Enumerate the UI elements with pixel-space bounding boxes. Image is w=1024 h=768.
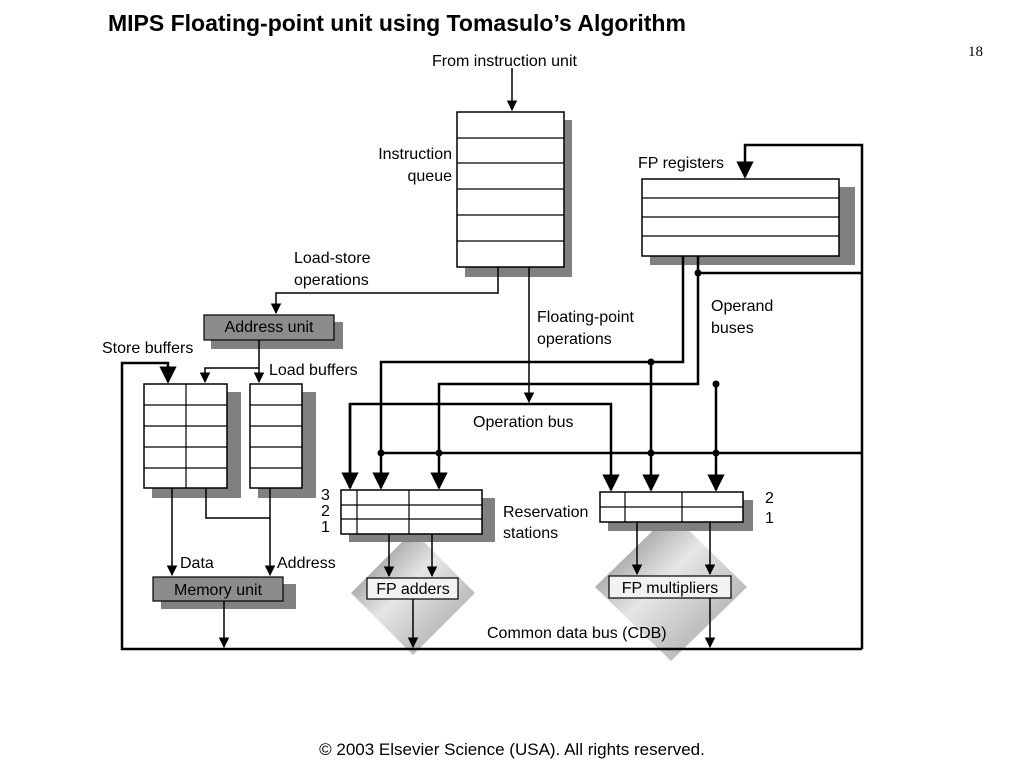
slide-title: MIPS Floating-point unit using Tomasulo’… — [108, 10, 686, 36]
rs-left-1: 1 — [321, 519, 330, 536]
rs-left-3: 3 — [321, 487, 330, 504]
fp-adders-label: FP adders — [376, 581, 450, 598]
fp-registers-label: FP registers — [638, 155, 724, 172]
fp-multipliers-label: FP multipliers — [622, 580, 719, 597]
rs-right-2: 2 — [765, 490, 774, 507]
copyright: © 2003 Elsevier Science (USA). All right… — [319, 740, 705, 759]
store-buffers — [143, 383, 241, 498]
memory-unit-label: Memory unit — [174, 582, 263, 599]
cdb-label: Common data bus (CDB) — [487, 625, 667, 642]
address-unit — [203, 314, 343, 349]
address-unit-label: Address unit — [225, 319, 314, 336]
instruction-queue — [456, 111, 572, 277]
rs-right-1: 1 — [765, 510, 774, 527]
page-number: 18 — [968, 44, 983, 60]
operand-buses-label-2: buses — [711, 320, 754, 337]
instruction-queue-label-1: Instruction — [378, 146, 452, 163]
instruction-queue-label-2: queue — [408, 168, 453, 185]
fp-registers — [641, 178, 855, 265]
load-buffers-label: Load buffers — [269, 362, 358, 379]
fp-operations-label-2: operations — [537, 331, 612, 348]
rs-left-2: 2 — [321, 503, 330, 520]
from-instruction-unit-label: From instruction unit — [432, 53, 577, 70]
load-store-label-2: operations — [294, 272, 369, 289]
reservation-stations-label-2: stations — [503, 525, 558, 542]
store-buffers-label: Store buffers — [102, 340, 193, 357]
load-store-label-1: Load-store — [294, 250, 371, 267]
junction-dots — [377, 269, 720, 457]
reservation-stations-multipliers — [599, 491, 753, 531]
reservation-stations-adders — [340, 489, 495, 542]
reservation-stations-label-1: Reservation — [503, 504, 588, 521]
memory-unit — [152, 576, 296, 609]
fp-multipliers-box — [608, 575, 732, 599]
wires — [120, 68, 864, 651]
fp-operations-label-1: Floating-point — [537, 309, 635, 326]
address-label: Address — [277, 555, 336, 572]
operation-bus-label: Operation bus — [473, 414, 574, 431]
operand-buses-label-1: Operand — [711, 298, 773, 315]
load-buffers — [249, 383, 316, 498]
data-label: Data — [180, 555, 214, 572]
